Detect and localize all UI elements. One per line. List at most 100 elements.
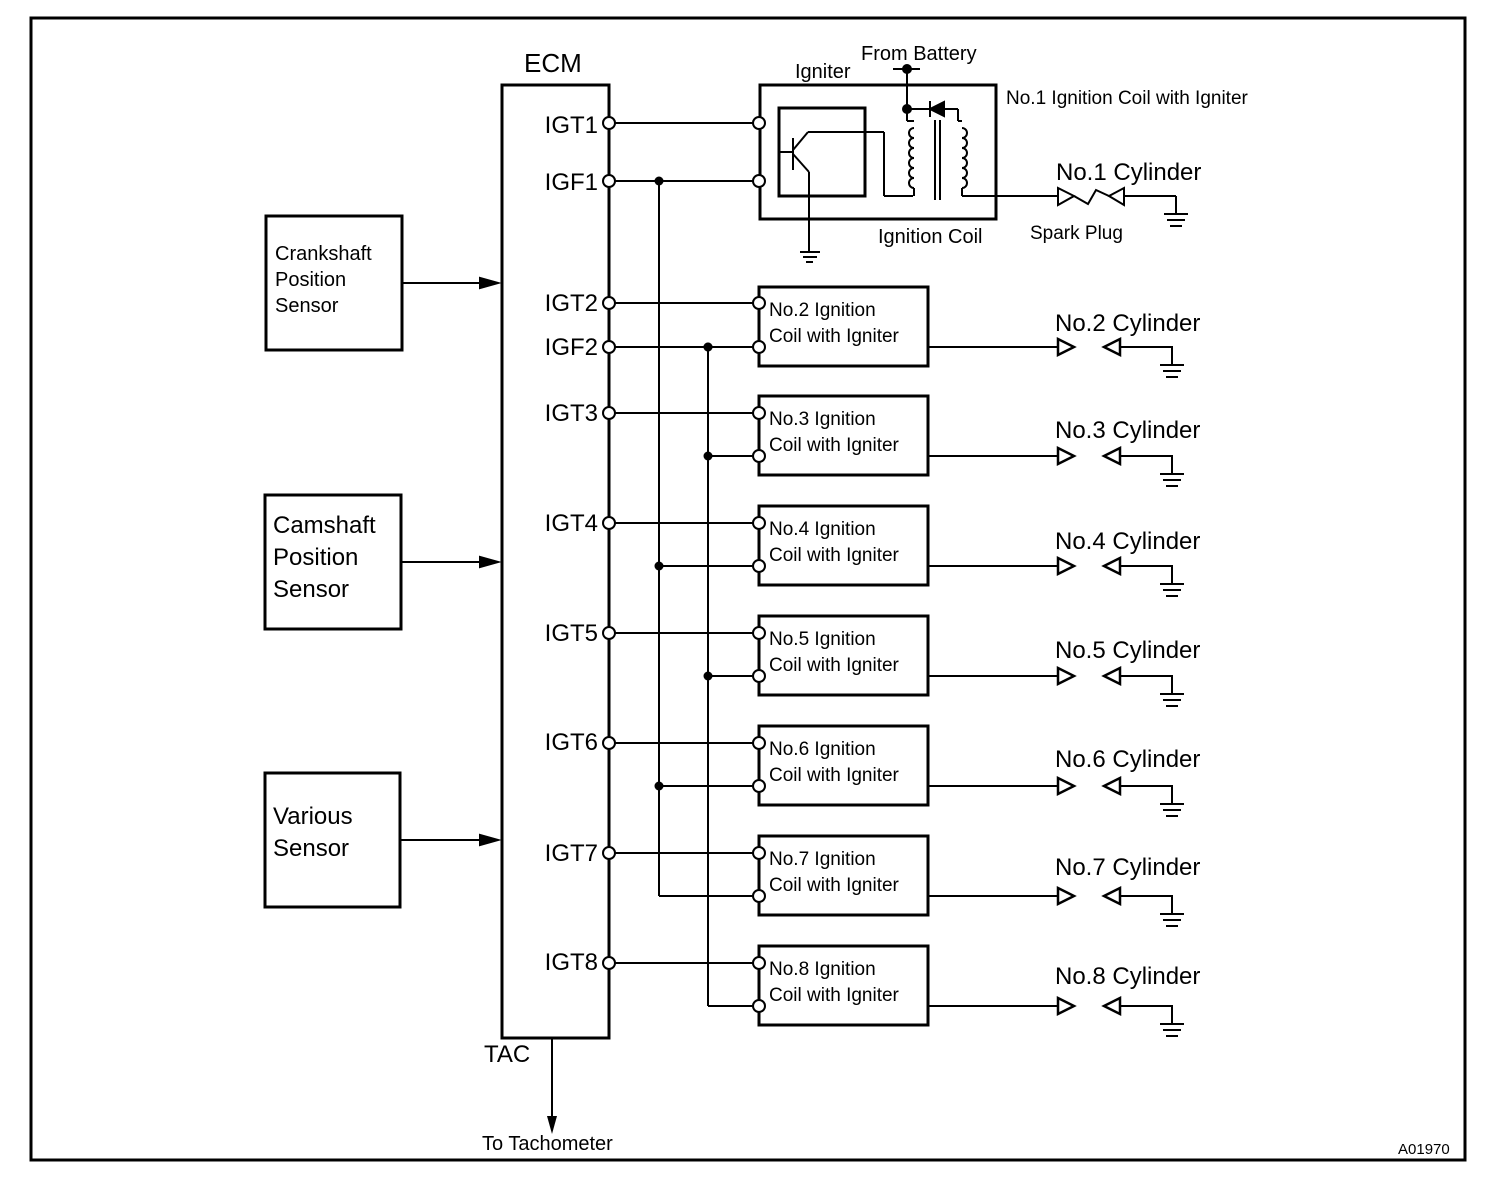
coil-box — [757, 724, 930, 807]
coil-terminal — [752, 846, 766, 860]
crankshaft-position-sensor: Crankshaft Position Sensor — [264, 214, 404, 352]
sensor-label-line: Position — [273, 544, 358, 571]
ecm-terminal — [602, 340, 616, 354]
coil-box — [757, 285, 930, 368]
ground-wire — [1120, 1005, 1173, 1023]
coil-terminal — [752, 340, 766, 354]
figure-frame — [29, 16, 1467, 1162]
ground-wire — [1120, 785, 1173, 803]
tac-label: TAC — [484, 1041, 530, 1068]
terminal-label: IGT8 — [545, 949, 598, 976]
coil-label-line2: Coil with Igniter — [769, 435, 900, 456]
sensor-label-line: Camshaft — [273, 512, 376, 539]
junction-dot — [654, 781, 664, 791]
coil-label-line1: No.8 Ignition — [769, 959, 876, 980]
sensor-label-line: Crankshaft — [275, 243, 372, 265]
ecm-terminal — [602, 116, 616, 130]
spark-plug-electrode-icon — [1101, 445, 1122, 467]
battery-feed — [893, 64, 959, 121]
ground-wire — [1120, 895, 1173, 913]
sensor-label-line: Various — [273, 803, 353, 830]
coil-box — [757, 394, 930, 477]
ecm-terminal — [602, 736, 616, 750]
ecm-title: ECM — [524, 48, 582, 78]
ground-wire — [1120, 565, 1173, 583]
coil-box — [757, 834, 930, 917]
coil-terminal — [752, 669, 766, 683]
coil-label-line2: Coil with Igniter — [769, 875, 900, 896]
igniter-label: Igniter — [795, 61, 851, 83]
various-sensor: Various Sensor — [263, 771, 402, 909]
coil-terminal — [752, 116, 766, 130]
spark-plug-electrode-icon — [1101, 555, 1122, 577]
figure-id: A01970 — [1398, 1141, 1450, 1158]
coil1-title: No.1 Ignition Coil with Igniter — [1006, 88, 1249, 109]
coil-label-line1: No.3 Ignition — [769, 409, 876, 430]
coil-label-line1: No.4 Ignition — [769, 519, 876, 540]
coil-box — [757, 614, 930, 697]
junction-dot — [654, 561, 664, 571]
coil-label-line2: Coil with Igniter — [769, 545, 900, 566]
coil-label-line1: No.5 Ignition — [769, 629, 876, 650]
camshaft-position-sensor: Camshaft Position Sensor — [263, 493, 403, 631]
coil-terminal — [752, 406, 766, 420]
junction-dot — [703, 451, 713, 461]
cylinder-label: No.7 Cylinder — [1055, 854, 1200, 881]
ecm-terminal — [602, 516, 616, 530]
sensor-label-line: Sensor — [275, 295, 339, 317]
spark-plug-electrode-icon — [1101, 885, 1122, 907]
wiring — [609, 122, 759, 1007]
cylinder-label: No.2 Cylinder — [1055, 310, 1200, 337]
spark-plug-icon — [1057, 186, 1188, 227]
coil-label-line1: No.2 Ignition — [769, 300, 876, 321]
coil-terminal — [752, 956, 766, 970]
terminal-label: IGT4 — [545, 510, 598, 537]
cylinder: No.2 Cylinder — [928, 310, 1200, 378]
coil-label-line1: No.6 Ignition — [769, 739, 876, 760]
terminal-label: IGF1 — [545, 169, 598, 196]
coil-label-line1: No.7 Ignition — [769, 849, 876, 870]
ground-icon — [800, 250, 820, 263]
spark-plug-electrode-icon — [1056, 555, 1077, 577]
terminal-label: IGT5 — [545, 620, 598, 647]
terminal-label: IGT1 — [545, 112, 598, 139]
cylinder-label: No.6 Cylinder — [1055, 746, 1200, 773]
coil-terminal — [752, 449, 766, 463]
cylinder-label: No.8 Cylinder — [1055, 963, 1200, 990]
ground-wire — [1120, 346, 1173, 364]
spark-plug-electrode-icon — [1101, 775, 1122, 797]
arrow-head-icon — [479, 833, 502, 847]
cylinder: No.3 Cylinder — [928, 417, 1200, 487]
ecm-terminals: IGT1 IGF1 IGT2 IGF2 IGT3 IGT4 IGT5 IGT6 … — [545, 112, 598, 976]
spark-plug-electrode-icon — [1056, 775, 1077, 797]
cylinder-label: No.3 Cylinder — [1055, 417, 1200, 444]
terminal-label: IGT7 — [545, 840, 598, 867]
coil-label-line2: Coil with Igniter — [769, 326, 900, 347]
coil-terminal — [752, 779, 766, 793]
terminal-label: IGF2 — [545, 334, 598, 361]
diode-icon — [927, 100, 945, 118]
ecm-terminal — [602, 956, 616, 970]
spark-plug-electrode-icon — [1101, 336, 1122, 358]
arrow-head-icon — [479, 276, 502, 290]
coil-box — [757, 504, 930, 587]
spark-plug-electrode-icon — [1056, 995, 1077, 1017]
coil-terminal — [752, 296, 766, 310]
coil-terminal — [752, 999, 766, 1013]
terminal-label: IGT3 — [545, 400, 598, 427]
ecm-terminal — [602, 296, 616, 310]
ecm-terminal — [602, 846, 616, 860]
terminal-label: IGT6 — [545, 729, 598, 756]
ecm: ECM TAC To Tachometer — [482, 48, 613, 1155]
cylinder: No.6 Cylinder — [928, 746, 1200, 817]
sensor-label-line: Sensor — [273, 576, 349, 603]
arrow-down-icon — [547, 1116, 557, 1134]
spark-plug-electrode-icon — [1101, 995, 1122, 1017]
tachometer-label: To Tachometer — [482, 1133, 613, 1155]
spark-plug-electrode-icon — [1056, 445, 1077, 467]
